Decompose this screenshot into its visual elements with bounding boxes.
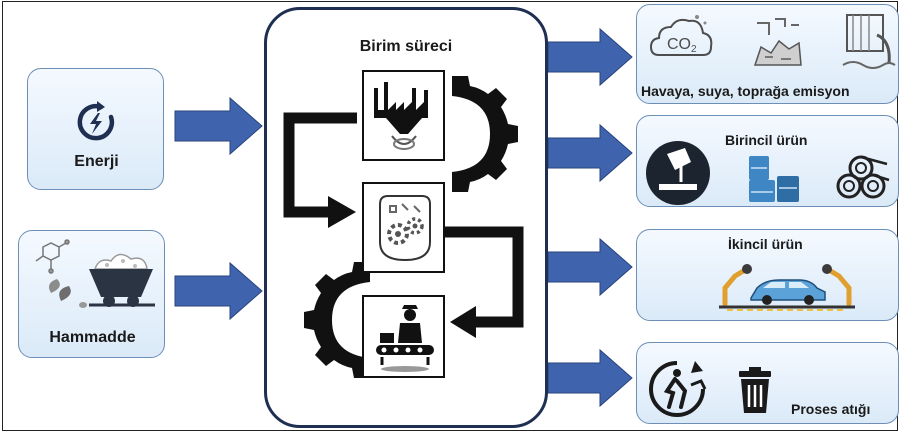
arrow-energy-to-process — [174, 96, 263, 156]
output-label-secondary-product: İkincil ürün — [728, 236, 803, 252]
input-box-energy: Enerji — [27, 68, 164, 190]
svg-text:2: 2 — [691, 44, 697, 55]
flow-arrowhead-bottom — [450, 306, 476, 338]
input-label-raw-material: Hammadde — [49, 329, 136, 346]
flow-arrowhead-middle — [328, 196, 356, 228]
container-icon — [749, 156, 799, 202]
process-gears-icon — [379, 195, 431, 262]
process-tile-factory — [362, 70, 445, 161]
input-label-energy: Enerji — [74, 153, 119, 170]
water-discharge-icon — [842, 14, 896, 69]
process-tile-worker — [362, 295, 445, 378]
energy-icon — [77, 101, 115, 141]
factory-icon — [374, 82, 428, 150]
arrow-to-secondary-product — [547, 237, 633, 297]
svg-text:CO: CO — [667, 36, 691, 53]
car-assembly-icon — [719, 264, 855, 311]
trash-can-icon — [739, 367, 771, 413]
arrow-to-emissions — [547, 27, 633, 87]
pipes-icon — [836, 155, 890, 199]
soil-pollution-icon — [753, 18, 802, 66]
raw-material-icon — [35, 239, 155, 308]
output-box-process-waste: Proses atığı — [636, 342, 899, 424]
flow-line-top-to-middle — [283, 112, 357, 218]
arrow-to-process-waste — [547, 348, 633, 408]
worker-conveyor-icon — [376, 305, 434, 372]
unit-process-title: Birim süreci — [359, 38, 453, 55]
output-box-secondary-product: İkincil ürün — [636, 229, 899, 321]
recycling-person-icon — [649, 361, 707, 417]
output-label-primary-product: Birincil ürün — [725, 132, 808, 148]
process-tile-gears — [362, 182, 445, 273]
arrow-to-primary-product — [547, 123, 633, 183]
output-label-emissions: Havaya, suya, toprağa emisyon — [641, 83, 850, 99]
output-box-primary-product: Birincil ürün — [636, 115, 899, 207]
gear-top-icon — [452, 76, 518, 192]
input-box-raw-material: Hammadde — [18, 230, 165, 358]
molten-metal-icon — [646, 141, 710, 205]
flow-line-middle-to-bottom — [445, 226, 524, 328]
co2-cloud-icon: CO 2 — [649, 15, 713, 56]
output-label-process-waste: Proses atığı — [791, 401, 871, 417]
arrow-material-to-process — [174, 261, 263, 321]
gear-bottom-icon — [304, 262, 370, 378]
output-box-emissions: CO 2 Havaya, suya, toprağa emisyon — [636, 4, 899, 104]
